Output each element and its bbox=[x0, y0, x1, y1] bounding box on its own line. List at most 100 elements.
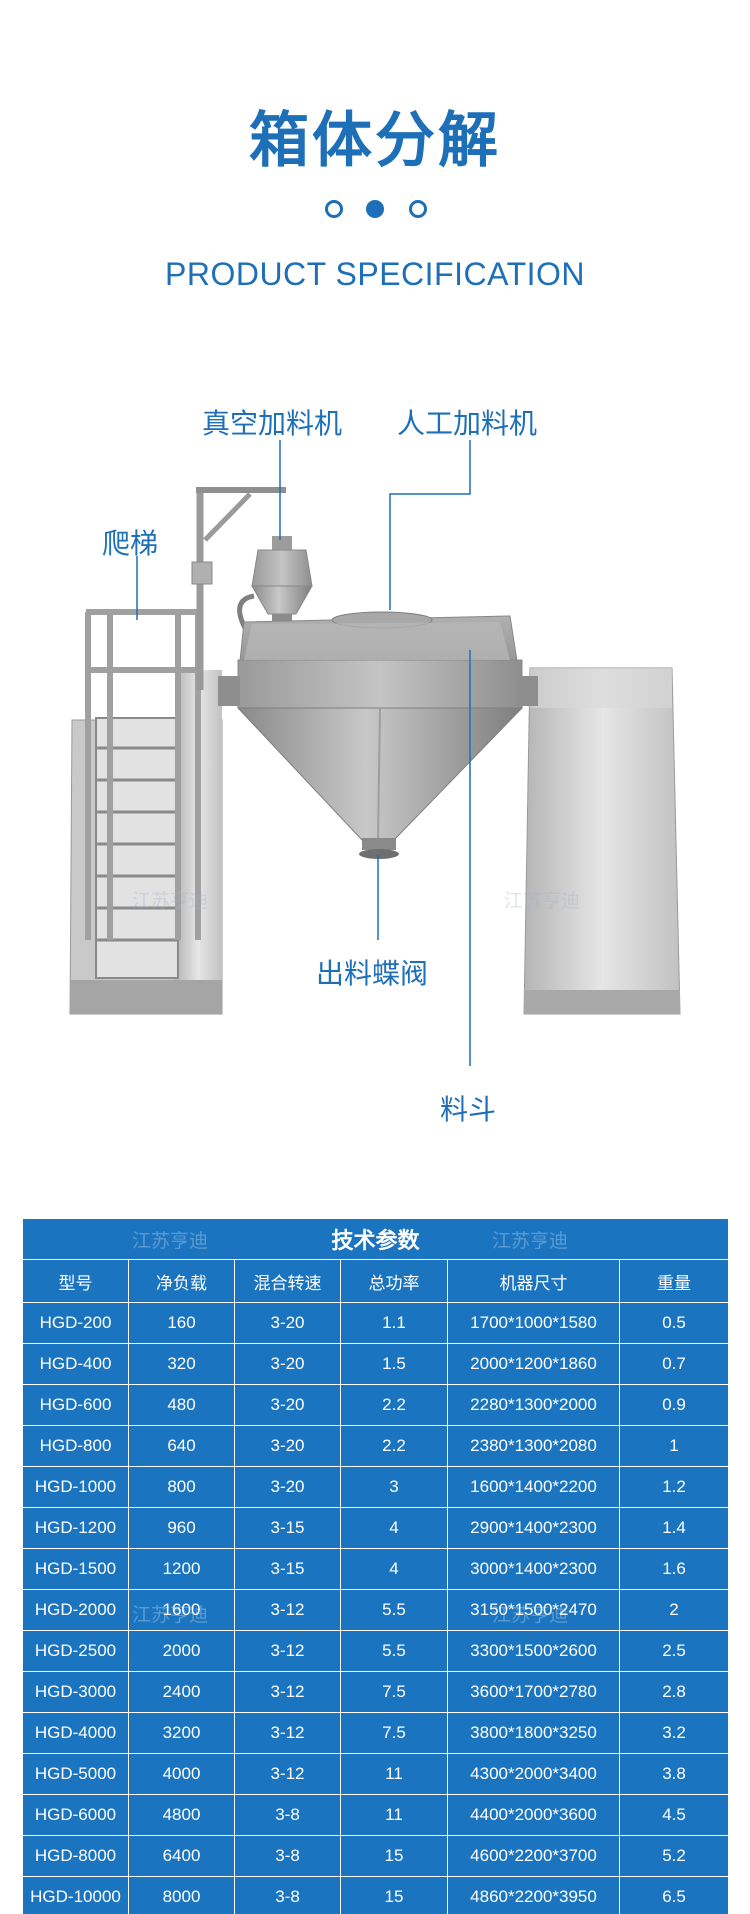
table-cell: HGD-4000 bbox=[22, 1712, 129, 1754]
table-cell: 4800 bbox=[128, 1794, 235, 1836]
table-cell: 8000 bbox=[128, 1876, 235, 1914]
right-stand bbox=[523, 667, 681, 1015]
discharge-valve bbox=[359, 838, 399, 859]
table-cell: 11 bbox=[340, 1794, 448, 1836]
table-cell: 3.2 bbox=[618, 1712, 728, 1754]
table-cell: 4600*2200*3700 bbox=[447, 1835, 620, 1877]
table-cell: 0.9 bbox=[618, 1384, 728, 1426]
table-cell: 1.5 bbox=[340, 1343, 448, 1385]
table-cell: 4 bbox=[340, 1548, 448, 1590]
table-cell: 2.8 bbox=[618, 1671, 728, 1713]
table-cell: 1700*1000*1580 bbox=[447, 1302, 620, 1344]
table-cell: 5.2 bbox=[618, 1835, 728, 1877]
table-cell: 3-20 bbox=[234, 1343, 341, 1385]
trunnions bbox=[218, 676, 538, 706]
table-caption: 技术参数 bbox=[22, 1218, 728, 1260]
table-cell: 3150*1500*2470 bbox=[447, 1589, 620, 1631]
table-cell: 1600*1400*2200 bbox=[447, 1466, 620, 1508]
table-cell: 5.5 bbox=[340, 1630, 448, 1672]
column-header: 重量 bbox=[618, 1259, 728, 1303]
label-hopper: 料斗 bbox=[440, 1093, 497, 1126]
column-header: 机器尺寸 bbox=[447, 1259, 620, 1303]
title-decoration-dots bbox=[0, 200, 750, 224]
mixer-diagram bbox=[69, 440, 681, 1066]
page-subtitle: PRODUCT SPECIFICATION bbox=[164, 256, 585, 292]
table-cell: 3 bbox=[340, 1466, 448, 1508]
column-header: 混合转速 bbox=[234, 1259, 341, 1303]
table-cell: HGD-800 bbox=[22, 1425, 129, 1467]
table-cell: HGD-2500 bbox=[22, 1630, 129, 1672]
table-cell: 960 bbox=[128, 1507, 235, 1549]
table-cell: 3-8 bbox=[234, 1794, 341, 1836]
table-cell: 2380*1300*2080 bbox=[447, 1425, 620, 1467]
table-cell: 5.5 bbox=[340, 1589, 448, 1631]
ladder bbox=[85, 609, 201, 979]
table-cell: 11 bbox=[340, 1753, 448, 1795]
column-header: 型号 bbox=[22, 1259, 129, 1303]
table-cell: 3000*1400*2300 bbox=[447, 1548, 620, 1590]
table-cell: 4860*2200*3950 bbox=[447, 1876, 620, 1914]
table-cell: 3200 bbox=[128, 1712, 235, 1754]
table-cell: 7.5 bbox=[340, 1671, 448, 1713]
cone-hopper bbox=[236, 707, 524, 841]
table-cell: 160 bbox=[128, 1302, 235, 1344]
label-ladder: 爬梯 bbox=[102, 527, 159, 560]
callout-leaders bbox=[136, 440, 471, 1066]
table-cell: 2000*1200*1860 bbox=[447, 1343, 620, 1385]
table-cell: 1.1 bbox=[340, 1302, 448, 1344]
table-cell: 4.5 bbox=[618, 1794, 728, 1836]
table-cell: 3-15 bbox=[234, 1507, 341, 1549]
table-cell: HGD-10000 bbox=[22, 1876, 129, 1914]
table-cell: 2280*1300*2000 bbox=[447, 1384, 620, 1426]
table-cell: 3-15 bbox=[234, 1548, 341, 1590]
table-cell: 1.2 bbox=[618, 1466, 728, 1508]
table-cell: 3-8 bbox=[234, 1835, 341, 1877]
table-cell: 3-8 bbox=[234, 1876, 341, 1914]
table-cell: 0.7 bbox=[618, 1343, 728, 1385]
table-cell: 3-12 bbox=[234, 1712, 341, 1754]
table-cell: 7.5 bbox=[340, 1712, 448, 1754]
page-title: 箱体分解 bbox=[249, 106, 501, 176]
table-cell: HGD-3000 bbox=[22, 1671, 129, 1713]
table-cell: 2000 bbox=[128, 1630, 235, 1672]
vacuum-feeder bbox=[237, 536, 313, 636]
table-cell: HGD-1200 bbox=[22, 1507, 129, 1549]
label-discharge-valve: 出料蝶阀 bbox=[316, 957, 429, 990]
table-cell: 480 bbox=[128, 1384, 235, 1426]
column-header: 净负载 bbox=[128, 1259, 235, 1303]
table-cell: 3800*1800*3250 bbox=[447, 1712, 620, 1754]
table-cell: 3-12 bbox=[234, 1630, 341, 1672]
table-cell: 320 bbox=[128, 1343, 235, 1385]
table-cell: 3-20 bbox=[234, 1302, 341, 1344]
table-cell: 2.5 bbox=[618, 1630, 728, 1672]
table-cell: HGD-6000 bbox=[22, 1794, 129, 1836]
table-cell: 2 bbox=[618, 1589, 728, 1631]
table-cell: 1.4 bbox=[618, 1507, 728, 1549]
dot-filled-icon bbox=[366, 200, 384, 218]
table-cell: 4300*2000*3400 bbox=[447, 1753, 620, 1795]
table-cell: 15 bbox=[340, 1835, 448, 1877]
table-cell: 6.5 bbox=[618, 1876, 728, 1914]
table-cell: 1600 bbox=[128, 1589, 235, 1631]
table-cell: 3-20 bbox=[234, 1425, 341, 1467]
table-cell: 3.8 bbox=[618, 1753, 728, 1795]
mixer-box bbox=[237, 611, 523, 709]
table-cell: 3-12 bbox=[234, 1671, 341, 1713]
table-cell: 6400 bbox=[128, 1835, 235, 1877]
dot-outline-icon bbox=[325, 200, 343, 218]
table-cell: HGD-5000 bbox=[22, 1753, 129, 1795]
table-cell: 2400 bbox=[128, 1671, 235, 1713]
column-header: 总功率 bbox=[340, 1259, 448, 1303]
table-cell: 3-20 bbox=[234, 1466, 341, 1508]
